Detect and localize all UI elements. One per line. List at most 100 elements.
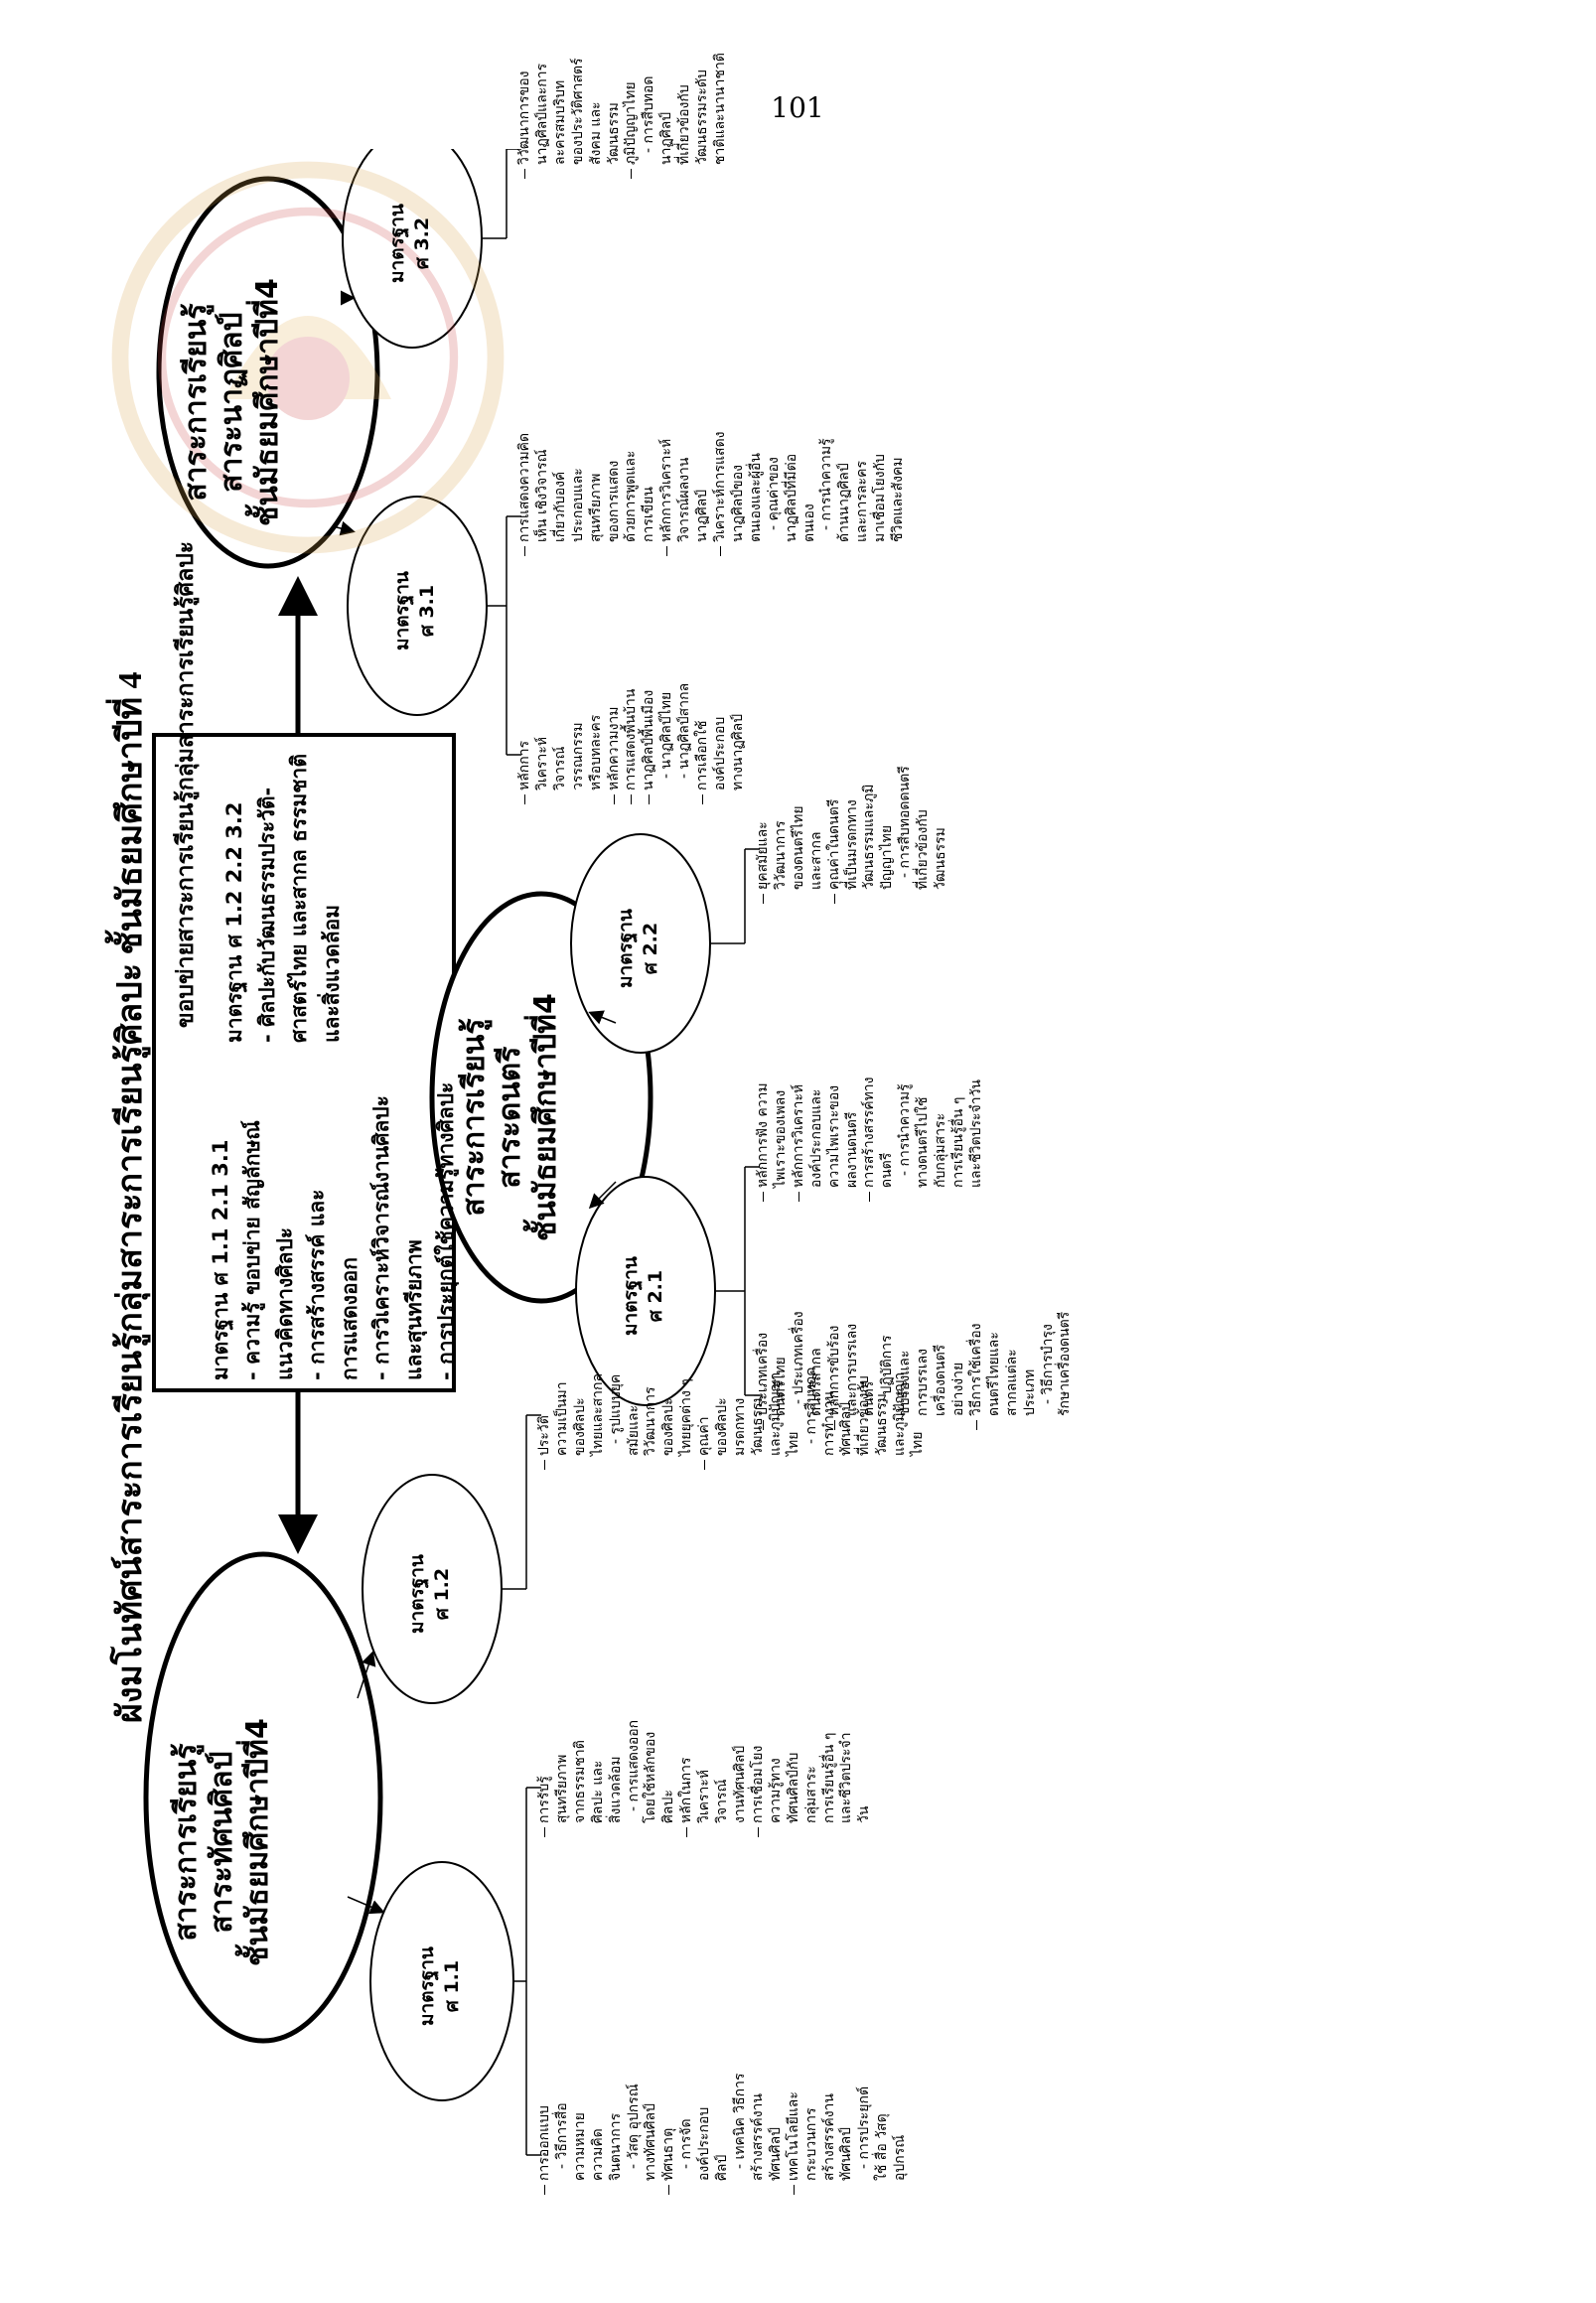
school-seal-watermark: [111, 161, 505, 554]
detail-line: ทัศนศิลป์กับ: [785, 1752, 801, 1823]
detail-line: มาเชื่อมโยงกับ: [872, 454, 889, 542]
detail-line: กับกลุ่มสาระ: [933, 1112, 949, 1188]
detail-line: ประเภท: [1021, 1368, 1038, 1416]
strand-visual-line: สาระทัศนศิลป์: [205, 1751, 239, 1934]
detail-line: สร้างสรรค์งาน: [820, 2093, 837, 2181]
detail-line: วิเคราะห์การแสดง: [712, 432, 730, 557]
detail-line: ความไพเราะของ: [825, 1084, 842, 1188]
detail-line: วิธีการใช้เครื่อง: [968, 1311, 986, 1430]
detail-line: - การประยุกต์: [856, 2086, 873, 2169]
detail-line: ความรู้ทาง: [767, 1758, 784, 1823]
center-right-line: - ศิลปะกับวัฒนธรรมประวัติ-: [254, 787, 279, 1043]
standard-label-line: ศ 1.1: [440, 1959, 463, 2013]
detail-line: คุณค่า: [696, 1367, 714, 1470]
detail-line: - คุณค่าของ: [765, 457, 782, 530]
detail-line: ดนตรี: [879, 1152, 896, 1188]
detail-line: วิเคราะห์: [696, 1769, 713, 1823]
standard-s21-label: มาตรฐาน ศ 2.1: [619, 1256, 667, 1336]
strand-music-label: สาระการเรียนรู้ สาระดนตรี ชั้นมัธยมศึกษา…: [457, 993, 564, 1241]
detail-line: ของศิลปะ: [714, 1397, 731, 1456]
strand-drama-ellipse: [156, 176, 380, 569]
strand-music-line: สาระดนตรี: [493, 1046, 527, 1189]
detail-line: และการละคร: [854, 461, 871, 542]
detail-s32: วิวัฒนาการของนาฏศิลป์และการละครสมบริบทขอ…: [516, 53, 730, 179]
detail-line: รักษาเครื่องดนตรี: [1057, 1311, 1074, 1416]
detail-s31-a: หลักการวิเคราะห์วิจารณ์วรรณกรรมหรือบทละค…: [516, 683, 748, 804]
detail-line: ชาติและนานาชาติ: [711, 53, 728, 165]
detail-line: ภูมิปัญญาไทย: [623, 53, 641, 179]
standard-label-line: มาตรฐาน: [416, 1946, 438, 2026]
detail-line: - วิธีการบำรุง: [1039, 1324, 1056, 1404]
standard-label-line: มาตรฐาน: [620, 1256, 642, 1336]
detail-line: ที่เป็นมรดกทาง: [843, 799, 860, 890]
strand-visual-line: ชั้นมัธยมศึกษาปีที่4: [240, 1718, 275, 1966]
detail-line: ความหมาย: [571, 2112, 588, 2181]
strand-drama-label: สาระการเรียนรู้ สาระนาฏศิลป์ ชั้นมัธยมศึ…: [179, 278, 286, 526]
detail-line: เห็น เชิงวิจารณ์: [533, 449, 550, 542]
detail-line: ทัศนศิลป์: [838, 2126, 855, 2181]
detail-line: วิวัฒนาการของ: [516, 53, 534, 179]
standard-label-line: ศ 3.1: [415, 584, 438, 638]
detail-line: ทัศนธาตุ: [660, 2073, 678, 2195]
standard-label-line: ศ 2.2: [639, 922, 661, 975]
detail-line: หลักการวิเคราะห์: [658, 432, 676, 557]
standard-s12-label: มาตรฐาน ศ 1.2: [405, 1554, 454, 1634]
detail-s31-b: การแสดงความคิดเห็น เชิงวิจารณ์เกี่ยวกับอ…: [516, 432, 908, 557]
detail-line: สุนทรียภาพ: [553, 1754, 570, 1823]
detail-line: และการบรรเลง: [843, 1323, 860, 1416]
detail-line: ดนตรีไทยและ: [985, 1332, 1002, 1416]
strand-music-line: สาระการเรียนรู้: [457, 1018, 492, 1217]
detail-line: ไทยยุคต่าง ๆ: [678, 1378, 695, 1456]
detail-line: การแสดงพื้นบ้าน: [623, 683, 641, 804]
detail-line: หลักการ: [516, 683, 534, 804]
detail-line: การเชื่อมโยง: [750, 1720, 768, 1837]
detail-line: การรับรู้: [536, 1720, 554, 1837]
detail-line: ทางดนตรีไปใช้: [915, 1096, 932, 1188]
concept-map: ผังมโนทัศน์สาระการเรียนรู้กลุ่มสาระการเร…: [99, 53, 1490, 2254]
detail-line: ความเป็นมา: [553, 1381, 570, 1456]
detail-line: หลักการวิเคราะห์: [791, 1078, 808, 1203]
detail-line: - การสืบทอด: [641, 75, 657, 153]
standard-label-line: ศ 2.1: [644, 1269, 666, 1323]
detail-line: เทคโนโลยีและ: [786, 2073, 803, 2195]
standard-label-line: ศ 3.2: [410, 216, 433, 270]
detail-line: - ประเภทเครื่อง: [790, 1311, 806, 1404]
detail-line: วิจารณ์: [714, 1779, 731, 1823]
detail-line: การบรรเลง: [915, 1349, 932, 1416]
detail-line: นาฏศิลป์พื้นเมือง: [641, 683, 658, 804]
standard-s32-label: มาตรฐาน ศ 3.2: [385, 204, 434, 283]
detail-line: องค์ประกอบและ: [807, 1088, 824, 1188]
strand-drama-line: ชั้นมัธยมศึกษาปีที่4: [250, 278, 285, 526]
detail-line: ประวัติ: [536, 1367, 554, 1470]
detail-line: ตนเอง: [800, 504, 817, 542]
detail-line: นาฏศิลป์ของ: [729, 465, 746, 542]
detail-line: ด้วยการพูดและ: [623, 450, 640, 542]
detail-line: การเลือกใช้: [694, 683, 712, 804]
detail-line: ไทยและสากล: [589, 1372, 606, 1456]
standard-s11-label: มาตรฐาน ศ 1.1: [415, 1946, 464, 2026]
standard-label-line: มาตรฐาน: [386, 204, 408, 283]
detail-line: ของประวัติศาสตร์: [569, 58, 586, 165]
detail-line: การเขียน: [641, 487, 657, 542]
strand-visual-line: สาระการเรียนรู้: [169, 1743, 204, 1942]
detail-line: หลักในการ: [678, 1720, 696, 1837]
detail-line: ยุคสมัยและ: [755, 766, 773, 904]
detail-line: ชีวิตและสังคม: [890, 457, 907, 542]
detail-line: งานทัศนศิลป์: [731, 1745, 748, 1823]
detail-line: สร้างสรรค์งาน: [749, 2093, 766, 2181]
page-number: 101: [771, 91, 824, 124]
standard-label-line: มาตรฐาน: [391, 571, 413, 650]
strand-drama-line: สาระนาฏศิลป์: [215, 312, 249, 493]
detail-line: ประกอบและ: [569, 468, 586, 542]
detail-line: การเรียนรู้อื่น ๆ: [820, 1732, 837, 1823]
detail-line: - นาฏศิลป์สากล: [676, 682, 693, 779]
strand-visual-label: สาระการเรียนรู้ สาระทัศนศิลป์ ชั้นมัธยมศ…: [169, 1718, 276, 1966]
detail-line: นาฏศิลป์: [658, 111, 675, 165]
detail-line: ที่เกี่ยวข้องกับ: [915, 809, 932, 890]
detail-line: - รูปแบบยุค: [607, 1373, 624, 1444]
detail-line: ใช้ สื่อ วัสดุ: [874, 2113, 891, 2181]
center-right-line: มาตรฐาน ศ 1.2 2.2 3.2: [222, 801, 246, 1043]
detail-line: วิวัฒนาการ: [772, 820, 789, 890]
detail-line: สากลแต่ละ: [1003, 1349, 1020, 1416]
detail-line: วัฒนธรรม: [933, 827, 949, 890]
